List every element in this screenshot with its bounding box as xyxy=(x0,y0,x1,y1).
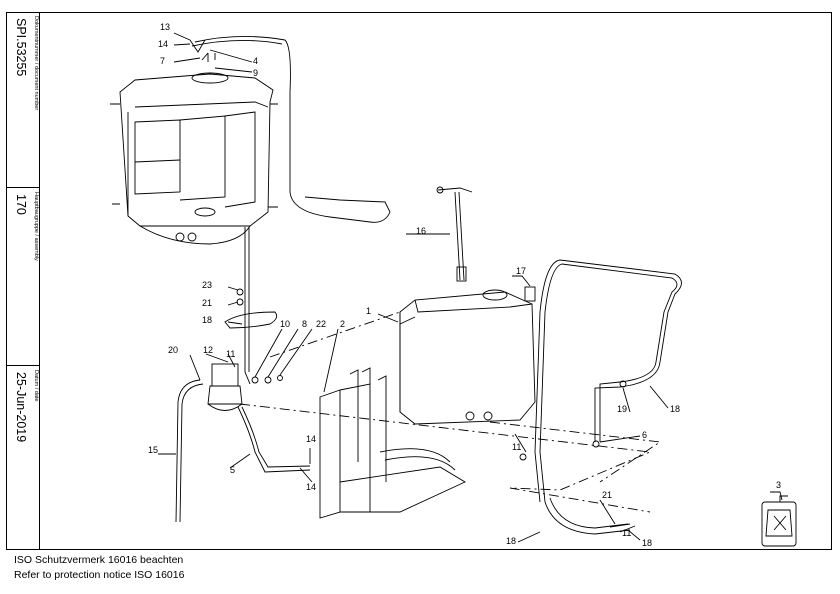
date-cell: Datum / date 25-Jun-2019 xyxy=(6,366,40,549)
drawing-frame xyxy=(6,12,832,550)
assembly-cell: Hauptbaugruppe / assembly 170 xyxy=(6,188,40,366)
callout-2: 2 xyxy=(340,319,345,329)
callout-11-lower: 11 xyxy=(622,528,631,538)
callout-14-lower-a: 14 xyxy=(306,434,316,444)
footer-protection-notice-en: Refer to protection notice ISO 16016 xyxy=(14,569,185,581)
callout-6: 6 xyxy=(642,430,647,440)
callout-8: 8 xyxy=(302,319,307,329)
callout-5: 5 xyxy=(230,465,235,475)
callout-23: 23 xyxy=(202,280,212,290)
callout-21-lower: 21 xyxy=(602,490,612,500)
callout-17: 17 xyxy=(516,266,526,276)
mounting-frame-drawing xyxy=(319,367,466,519)
callout-4: 4 xyxy=(253,56,258,66)
callout-15: 15 xyxy=(148,445,158,455)
callout-13: 13 xyxy=(160,22,170,32)
callout-14-lower-b: 14 xyxy=(306,482,316,492)
date-value: 25-Jun-2019 xyxy=(14,372,28,443)
callout-18: 18 xyxy=(202,315,212,325)
document-number: SPI.53255 xyxy=(14,18,28,77)
callout-18-right: 18 xyxy=(670,404,680,414)
callout-9: 9 xyxy=(253,68,258,78)
fuel-tank-drawing xyxy=(399,286,536,425)
callout-22: 22 xyxy=(316,319,326,329)
callout-20: 20 xyxy=(168,345,178,355)
exploded-parts-diagram: 13 14 7 4 9 16 17 1 23 21 18 10 8 22 2 1… xyxy=(110,22,797,548)
callout-18-bottom-right: 18 xyxy=(642,538,652,548)
document-number-label: Dokumentnummer / document number xyxy=(33,16,39,111)
hydraulic-tank-drawing xyxy=(110,72,278,245)
callout-10: 10 xyxy=(280,319,290,329)
callout-16: 16 xyxy=(416,226,426,236)
callout-21: 21 xyxy=(202,298,212,308)
assembly-label: Hauptbaugruppe / assembly xyxy=(33,192,39,261)
callout-numbers: 13 14 7 4 9 16 17 1 23 21 18 10 8 22 2 1… xyxy=(148,22,781,548)
callout-18-bottom-left: 18 xyxy=(506,536,516,546)
diagram-lines xyxy=(110,32,797,547)
footer-protection-notice-de: ISO Schutzvermerk 16016 beachten xyxy=(14,554,184,566)
callout-1: 1 xyxy=(366,306,371,316)
date-label: Datum / date xyxy=(33,370,39,402)
jerry-can-icon xyxy=(761,495,797,547)
callout-19: 19 xyxy=(617,404,627,414)
filter-housing-drawing xyxy=(211,363,239,387)
callout-11: 11 xyxy=(226,349,235,359)
callout-14: 14 xyxy=(158,39,168,49)
document-number-cell: Dokumentnummer / document number SPI.532… xyxy=(6,12,40,188)
callout-12: 12 xyxy=(203,345,213,355)
callout-11-mid: 11 xyxy=(512,442,521,452)
assembly-number: 170 xyxy=(14,194,28,215)
callout-3: 3 xyxy=(776,480,781,490)
callout-7: 7 xyxy=(160,56,165,66)
title-block: Dokumentnummer / document number SPI.532… xyxy=(6,12,40,550)
